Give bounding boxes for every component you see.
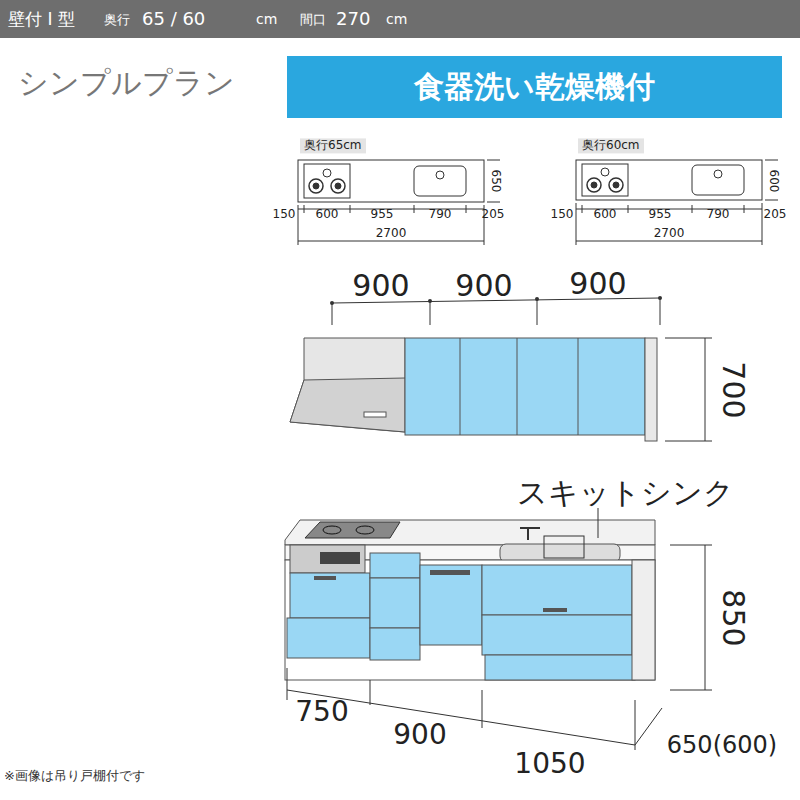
dimension-label: 2700 [376, 227, 407, 240]
dimension-label: 150 [551, 208, 574, 221]
header-text: cm [386, 12, 407, 27]
dimension-label: 1050 [514, 749, 585, 780]
base-cabinets [285, 508, 712, 750]
dimension-label: 650 [488, 170, 501, 193]
header-text: 間口 [300, 13, 326, 27]
header-text: 壁付 I 型 [8, 10, 75, 29]
header-text: 65 / 60 [142, 9, 205, 29]
header-text: 奥行 [104, 13, 130, 27]
header-text: 270 [336, 9, 370, 29]
header-bar [0, 0, 800, 38]
part-name: スキットシンク [517, 476, 734, 509]
plan-title: シンプルプラン [18, 66, 235, 99]
dimension-label: 650(600) [667, 732, 777, 758]
dimension-label: 900 [393, 720, 446, 751]
dimension-label: 700 [717, 361, 750, 418]
plan-tag: 奥行65cm [300, 138, 366, 153]
dimension-label: 750 [295, 697, 348, 728]
dimension-label: 790 [707, 208, 730, 221]
dimension-label: 955 [649, 208, 672, 221]
dimension-label: 600 [316, 208, 339, 221]
dimension-label: 600 [766, 170, 779, 193]
dimension-label: 900 [455, 269, 512, 302]
dimension-label: 955 [371, 208, 394, 221]
wall-cabinets [290, 296, 712, 441]
feature-banner: 食器洗い乾燥機付 [287, 56, 782, 118]
dimension-label: 205 [764, 208, 787, 221]
header-text: cm [256, 12, 277, 27]
dimension-label: 900 [352, 269, 409, 302]
dimension-label: 205 [482, 208, 505, 221]
plan-view-60 [576, 160, 778, 245]
dimension-label: 790 [429, 208, 452, 221]
dimension-label: 850 [717, 589, 750, 646]
dimension-label: 150 [273, 208, 296, 221]
banner-text: 食器洗い乾燥機付 [414, 67, 655, 108]
note: ※画像は吊り戸棚付です [4, 769, 145, 783]
plan-view-65 [298, 160, 500, 245]
plan-tag: 奥行60cm [578, 138, 644, 153]
dimension-label: 900 [569, 267, 626, 300]
dimension-label: 2700 [654, 227, 685, 240]
dimension-label: 600 [594, 208, 617, 221]
